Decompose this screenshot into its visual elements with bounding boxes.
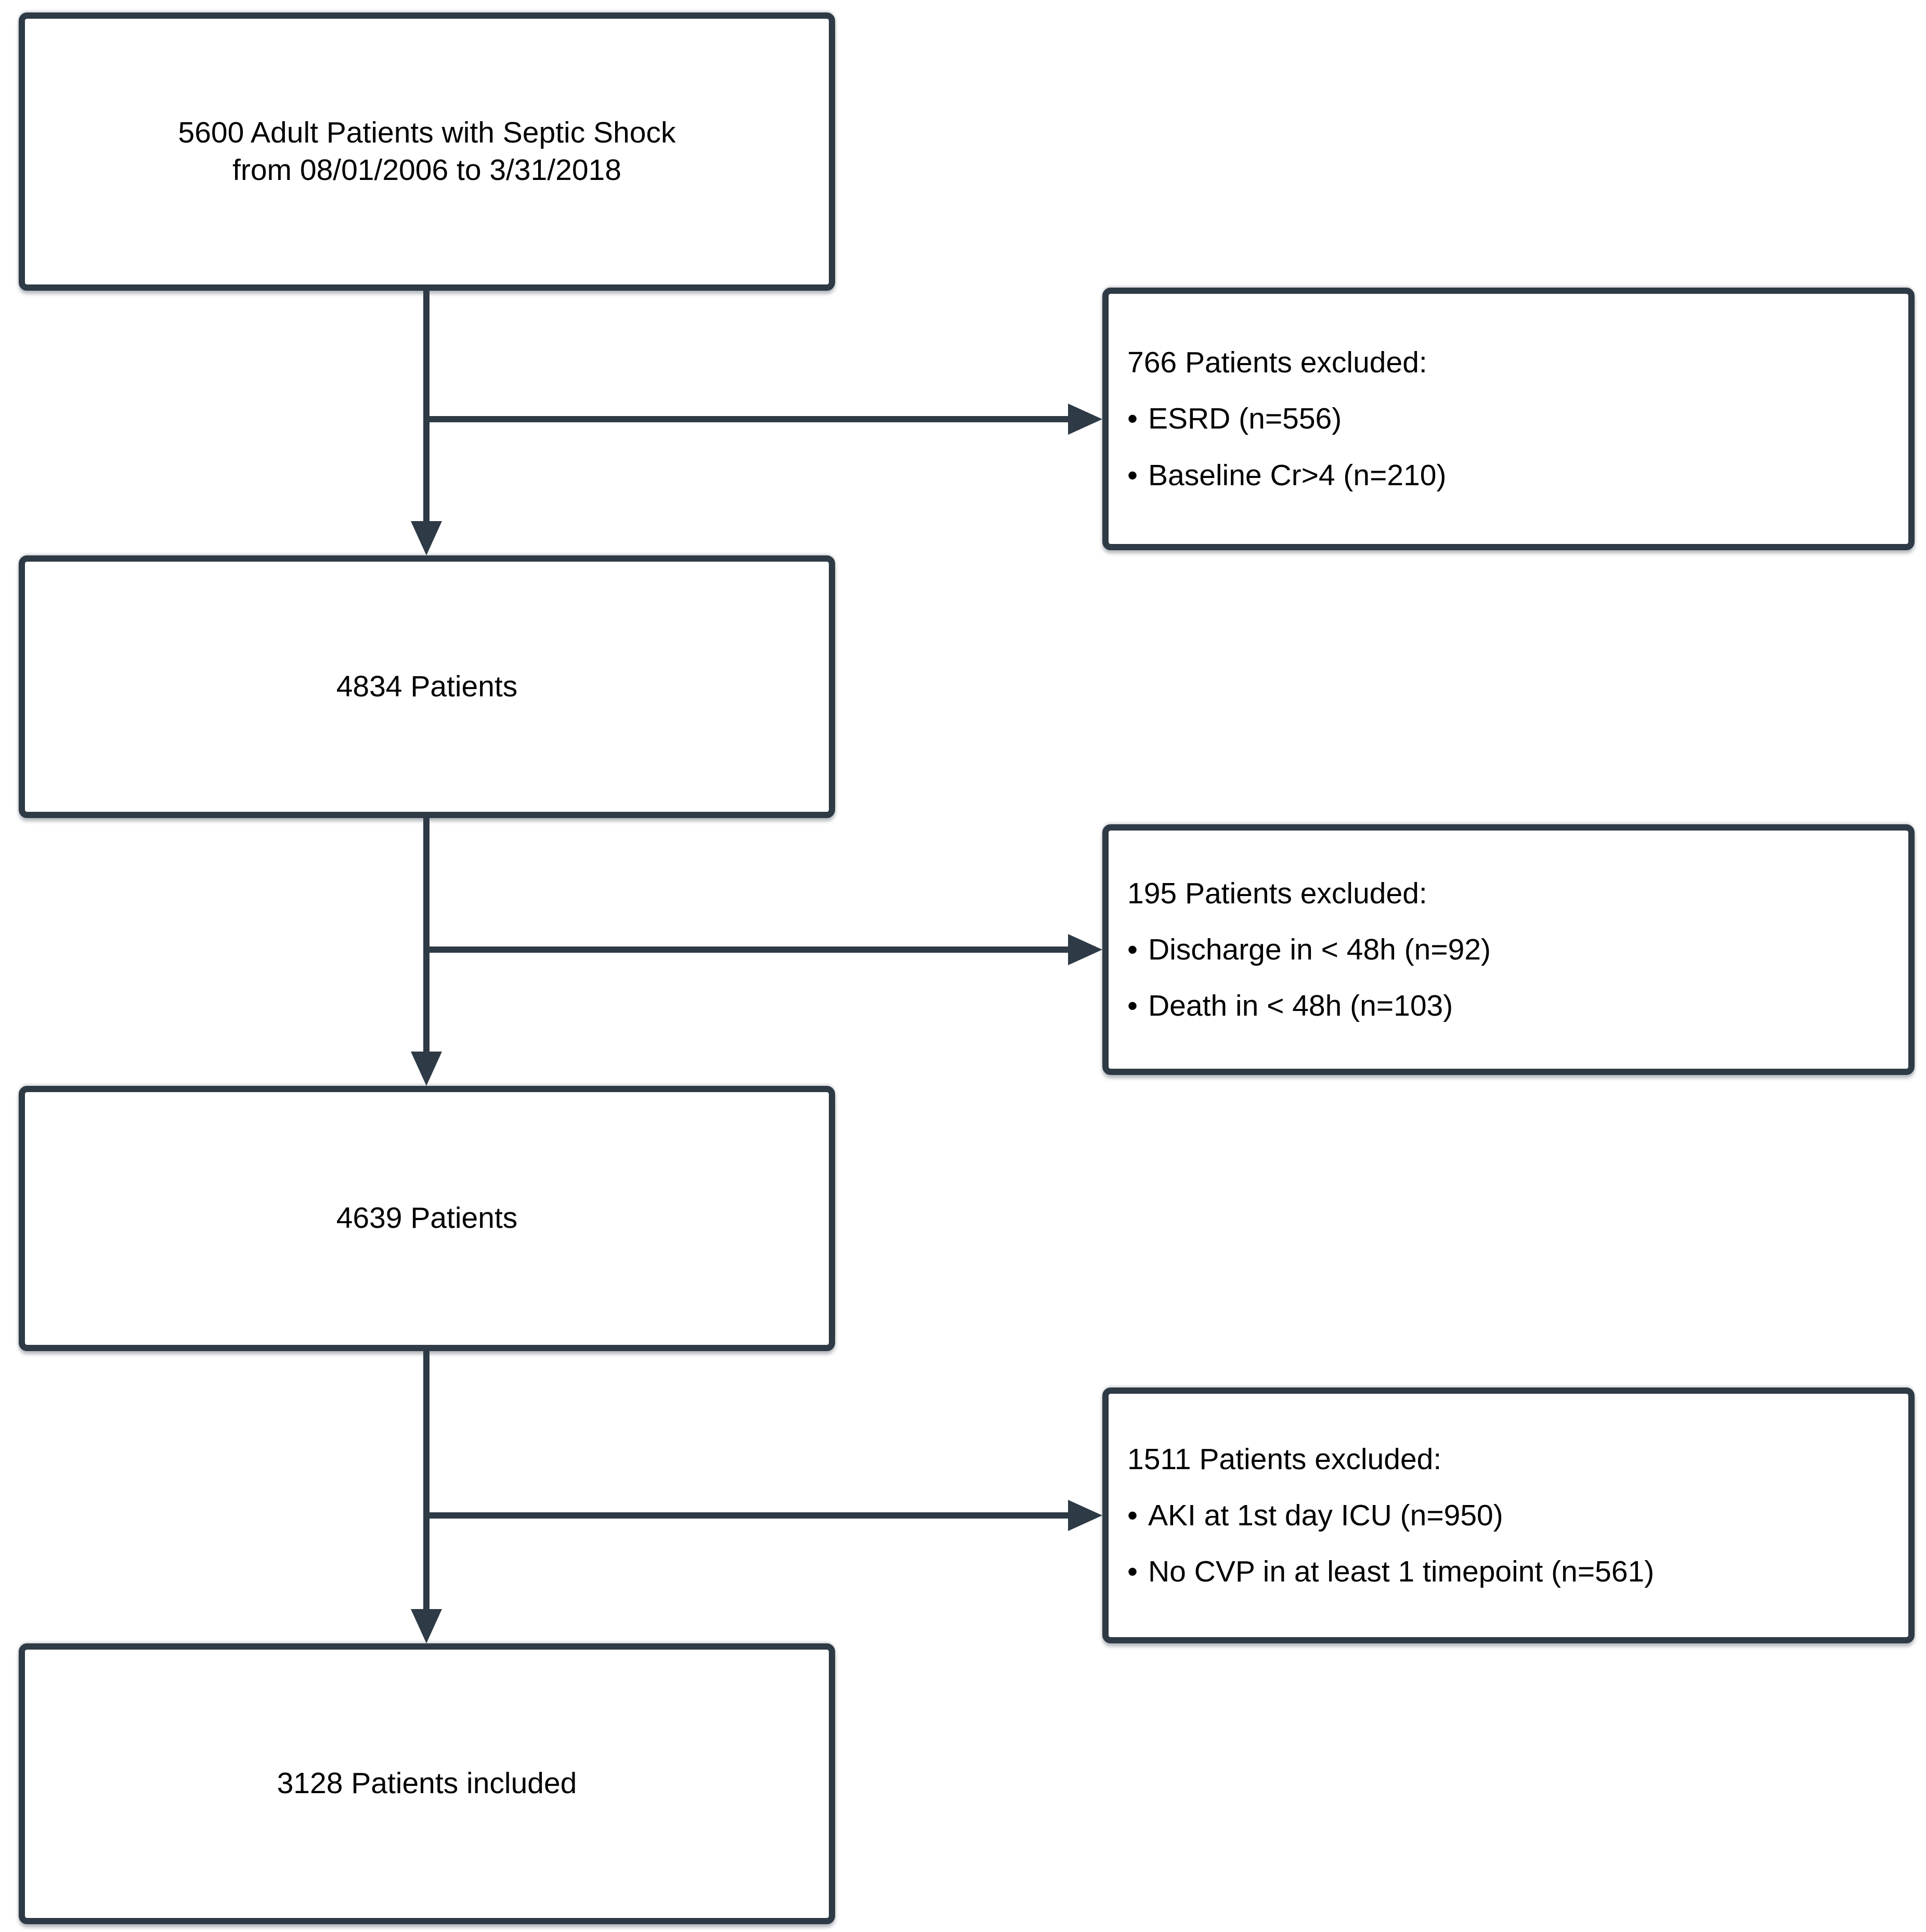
main-box-after-second-exclusion-label: 4639 Patients (336, 1201, 518, 1235)
exclusion-box-2-title: 195 Patients excluded: (1127, 876, 1427, 910)
bullet-marker: • (1127, 932, 1138, 966)
connector-line-to-exclusion-3 (426, 1512, 1071, 1519)
list-item: • Death in < 48h (n=103) (1127, 978, 1888, 1034)
arrow-down-icon (411, 1052, 442, 1086)
exclusion-box-1-bullet-2: Baseline Cr>4 (n=210) (1148, 458, 1447, 492)
exclusion-box-2: 195 Patients excluded: • Discharge in < 4… (1102, 824, 1915, 1075)
connector-line-to-exclusion-2 (426, 946, 1071, 953)
main-box-after-second-exclusion: 4639 Patients (19, 1086, 835, 1351)
exclusion-box-3-bullet-2: No CVP in at least 1 timepoint (n=561) (1148, 1555, 1655, 1589)
exclusion-box-2-bullet-2: Death in < 48h (n=103) (1148, 989, 1453, 1023)
list-item: • No CVP in at least 1 timepoint (n=561) (1127, 1544, 1888, 1600)
bullet-marker: • (1127, 989, 1138, 1023)
list-item: • Baseline Cr>4 (n=210) (1127, 447, 1888, 503)
connector-line-box2-to-box3 (423, 818, 430, 1054)
main-box-after-first-exclusion: 4834 Patients (19, 555, 835, 818)
exclusion-box-2-bullet-1: Discharge in < 48h (n=92) (1148, 932, 1491, 966)
main-box-after-first-exclusion-label: 4834 Patients (336, 669, 518, 703)
main-box-included: 3128 Patients included (19, 1643, 835, 1924)
main-box-enrollment-label: 5600 Adult Patients with Septic Shock fr… (178, 114, 676, 189)
exclusion-box-1: 766 Patients excluded: • ESRD (n=556) • Ba… (1102, 288, 1915, 550)
connector-line-box3-to-box4 (423, 1351, 430, 1611)
main-box-included-label: 3128 Patients included (277, 1767, 577, 1800)
arrow-down-icon (411, 521, 442, 555)
exclusion-box-1-title: 766 Patients excluded: (1127, 346, 1427, 380)
bullet-marker: • (1127, 458, 1138, 492)
connector-line-box1-to-box2 (423, 291, 430, 524)
bullet-marker: • (1127, 1555, 1138, 1589)
enrollment-label-line2: from 08/01/2006 to 3/31/2018 (232, 153, 621, 187)
list-item: • Discharge in < 48h (n=92) (1127, 922, 1888, 978)
list-item: • ESRD (n=556) (1127, 391, 1888, 447)
arrow-right-icon (1068, 934, 1102, 965)
main-box-enrollment: 5600 Adult Patients with Septic Shock fr… (19, 12, 835, 291)
arrow-right-icon (1068, 404, 1102, 435)
arrow-down-icon (411, 1609, 442, 1643)
exclusion-box-3-bullet-1: AKI at 1st day ICU (n=950) (1148, 1498, 1503, 1532)
bullet-marker: • (1127, 1498, 1138, 1532)
arrow-right-icon (1068, 1500, 1102, 1531)
list-item: • AKI at 1st day ICU (n=950) (1127, 1487, 1888, 1544)
connector-line-to-exclusion-1 (426, 416, 1071, 422)
bullet-marker: • (1127, 402, 1138, 436)
exclusion-box-3-title: 1511 Patients excluded: (1127, 1442, 1442, 1476)
enrollment-label-line1: 5600 Adult Patients with Septic Shock (178, 116, 676, 150)
exclusion-box-3: 1511 Patients excluded: • AKI at 1st day … (1102, 1388, 1915, 1643)
exclusion-box-1-bullet-1: ESRD (n=556) (1148, 402, 1342, 436)
